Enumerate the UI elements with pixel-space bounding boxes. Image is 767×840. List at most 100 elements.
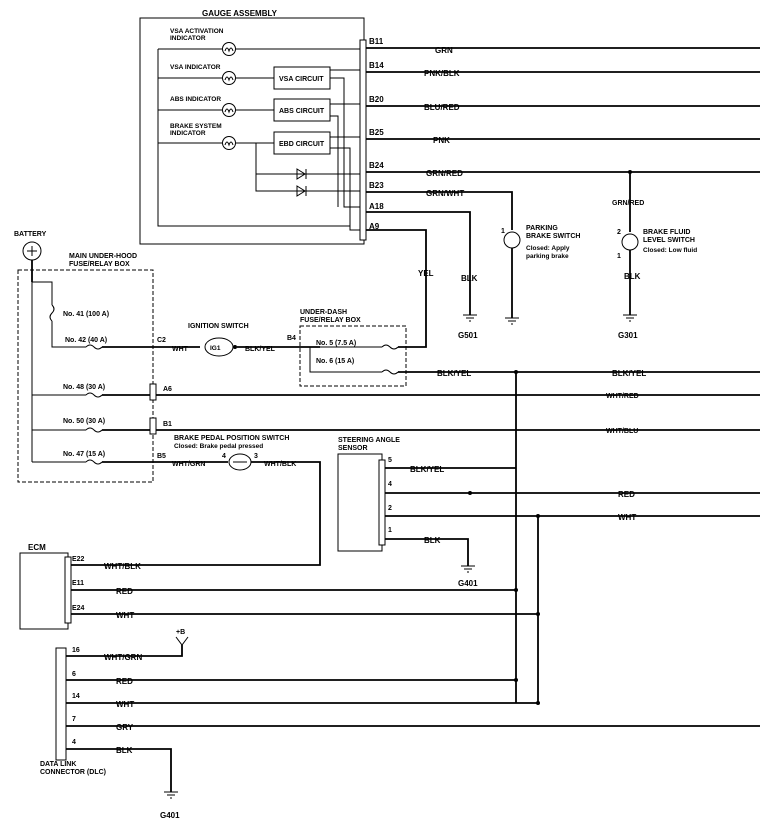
ground-icon <box>164 791 178 799</box>
parking-closed: Closed: Apply <box>526 245 570 252</box>
fuse-icon <box>49 304 55 322</box>
dlc-pin-6: 6 <box>72 671 76 678</box>
wire-b24-label: GRN/RED <box>426 169 463 178</box>
abs-indicator-label: ABS INDICATOR <box>170 96 221 103</box>
vsa-circuit-label: VSA CIRCUIT <box>279 76 324 83</box>
brake-system-label-2: INDICATOR <box>170 130 206 137</box>
pedal-switch-icon <box>228 453 252 471</box>
pin-a9: A9 <box>369 222 380 231</box>
steering-angle-sensor-box <box>337 453 383 552</box>
g401-sas-label: G401 <box>458 579 478 588</box>
pin-b24: B24 <box>369 161 384 170</box>
pedal-pin-b: 3 <box>254 453 258 460</box>
wire-blk-g301-label: BLK <box>624 272 641 281</box>
pin-b5: B5 <box>157 453 166 460</box>
parking-brake-switch: 1 PARKING BRAKE SWITCH Closed: Apply par… <box>501 225 580 318</box>
pin-b4: B4 <box>287 335 296 342</box>
pin-b23: B23 <box>369 181 384 190</box>
wire-b1-label: WHT/BLU <box>606 428 638 435</box>
wire-sas1-label: BLK <box>424 536 441 545</box>
sas-title: STEERING ANGLE <box>338 437 400 444</box>
fuse-48: No. 48 (30 A) <box>63 384 105 391</box>
fuse-42: No. 42 (40 A) <box>65 337 107 344</box>
fluid-switch-icon <box>621 233 639 251</box>
g301-label: G301 <box>618 331 638 340</box>
gauge-assembly: GAUGE ASSEMBLY VSA ACTIVATION INDICATOR … <box>139 9 384 245</box>
vsa-bulb-icon <box>222 71 236 85</box>
vsa-activation-label: VSA ACTIVATION <box>170 28 224 35</box>
fluid-title-2: LEVEL SWITCH <box>643 237 695 244</box>
abs-circuit-box <box>273 98 331 122</box>
gauge-assembly-title: GAUGE ASSEMBLY <box>202 9 278 18</box>
brake-fluid-switch: GRN/RED 2 1 BRAKE FLUID LEVEL SWITCH Clo… <box>612 170 697 315</box>
parking-pin: 1 <box>501 228 505 235</box>
ebd-circuit-box <box>273 131 331 155</box>
parking-switch-icon <box>503 231 521 249</box>
wire-ign-out-label: BLK/YEL <box>245 346 276 353</box>
fuse-47: No. 47 (15 A) <box>63 451 105 458</box>
dlc-pin-16: 16 <box>72 647 80 654</box>
wire-dash-out-label: BLK/YEL <box>437 369 471 378</box>
dlc-pin-14: 14 <box>72 693 80 700</box>
wire-grn-red-fluid-label: GRN/RED <box>612 200 644 207</box>
pedal-title: BRAKE PEDAL POSITION SWITCH <box>174 435 289 442</box>
dlc-connector <box>55 647 67 761</box>
dlc-pin-4: 4 <box>72 739 76 746</box>
pedal-closed: Closed: Brake pedal pressed <box>174 443 263 450</box>
g401-dlc-label: G401 <box>160 811 180 820</box>
wire-b5-label: WHT/GRN <box>172 461 205 468</box>
ignition-pin: IG1 <box>210 345 221 352</box>
wire-c2-label: WHT <box>172 346 189 353</box>
fuse-5: No. 5 (7.5 A) <box>316 340 356 347</box>
main-box-title: MAIN UNDER-HOOD <box>69 253 137 260</box>
sas-pin-1: 1 <box>388 527 392 534</box>
diode-icon <box>296 185 307 197</box>
ebd-circuit-label: EBD CIRCUIT <box>279 141 325 148</box>
ecm-box <box>19 552 69 630</box>
wire-dlc4-label: BLK <box>116 746 133 755</box>
pin-b20: B20 <box>369 95 384 104</box>
pin-a6: A6 <box>163 386 172 393</box>
wire-e24-label: WHT <box>116 611 134 620</box>
fuse-41: No. 41 (100 A) <box>63 311 109 318</box>
wire-b23-label: GRN/WHT <box>426 189 464 198</box>
sas-pin-4: 4 <box>388 481 392 488</box>
sas-title-2: SENSOR <box>338 445 368 452</box>
fuse-icon <box>381 344 399 350</box>
abs-bulb-icon <box>222 103 236 117</box>
diode-icon <box>296 168 307 180</box>
wire-dlc14-label: WHT <box>116 700 134 709</box>
pin-a18: A18 <box>369 202 384 211</box>
ground-icon <box>505 317 519 325</box>
abs-circuit-label: ABS CIRCUIT <box>279 108 325 115</box>
fuse-6: No. 6 (15 A) <box>316 358 354 365</box>
brake-bulb-icon <box>222 136 236 150</box>
ecm-pin-e22: E22 <box>72 556 85 563</box>
wire-dlc6-label: RED <box>116 677 133 686</box>
wire-b25-label: PNK <box>433 136 450 145</box>
ecm-pin-e24: E24 <box>72 605 85 612</box>
ecm-pin-e11: E11 <box>72 580 84 587</box>
battery-icon <box>22 241 42 261</box>
ignition-switch-icon <box>204 337 237 357</box>
pin-b1: B1 <box>163 421 172 428</box>
ground-icon <box>461 565 475 573</box>
dlc-title-2: CONNECTOR (DLC) <box>40 769 106 776</box>
parking-closed-2: parking brake <box>526 253 569 260</box>
dlc-pin-7: 7 <box>72 716 76 723</box>
wire-dlc7-label: GRY <box>116 723 134 732</box>
vsa-indicator-label: VSA INDICATOR <box>170 64 221 71</box>
wire-yel-label: YEL <box>418 269 434 278</box>
ecm-title: ECM <box>28 543 46 552</box>
wire-sas5-label: BLK/YEL <box>410 465 444 474</box>
vsa-activation-bulb-icon <box>222 42 236 56</box>
battery-label: BATTERY <box>14 231 47 238</box>
wire-right-blk-yel-label: BLK/YEL <box>612 369 646 378</box>
main-fuse-box <box>17 269 154 483</box>
under-dash-fuse-box <box>299 325 407 387</box>
fuse-icon <box>381 369 399 375</box>
main-box-title-2: FUSE/RELAY BOX <box>69 261 130 268</box>
pin-b25: B25 <box>369 128 384 137</box>
gauge-connector <box>359 39 367 241</box>
